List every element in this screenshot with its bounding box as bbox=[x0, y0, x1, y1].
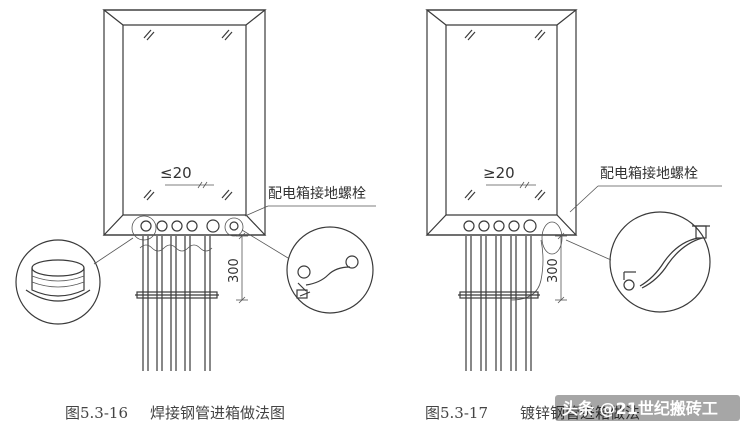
figure-1: ≤20 300 bbox=[15, 9, 376, 422]
callout-label: 配电箱接地螺栓 bbox=[268, 185, 366, 202]
cabinet-2 bbox=[425, 9, 578, 255]
dimension-label: 300 bbox=[546, 258, 561, 283]
dimension-300-1: 300 bbox=[227, 232, 248, 304]
spacing-label: ≤20 bbox=[160, 164, 192, 182]
caption-title: 焊接钢管进箱做法图 bbox=[150, 404, 285, 422]
watermark: 头条 @21世纪搬砖工 bbox=[555, 395, 740, 421]
figure-2: ≥20 300 配电箱接地螺栓 bbox=[425, 9, 722, 422]
detail-bolt-circle-2 bbox=[565, 211, 711, 313]
caption-number: 图5.3-17 bbox=[425, 404, 488, 422]
dimension-label: 300 bbox=[227, 258, 242, 283]
conduit-pipes-2 bbox=[458, 236, 544, 371]
conduit-pipes-1 bbox=[135, 236, 219, 371]
cabinet-1 bbox=[102, 9, 267, 241]
spacing-label: ≥20 bbox=[483, 164, 515, 182]
dimension-300-2: 300 bbox=[546, 232, 567, 304]
detail-bolt-circle bbox=[241, 226, 374, 314]
watermark-text: 头条 @21世纪搬砖工 bbox=[562, 399, 718, 418]
callout-label: 配电箱接地螺栓 bbox=[600, 165, 698, 182]
detail-nut-circle bbox=[15, 237, 134, 325]
caption-number: 图5.3-16 bbox=[65, 404, 128, 422]
caption-title: 镀锌钢管进箱做法 bbox=[520, 404, 640, 422]
